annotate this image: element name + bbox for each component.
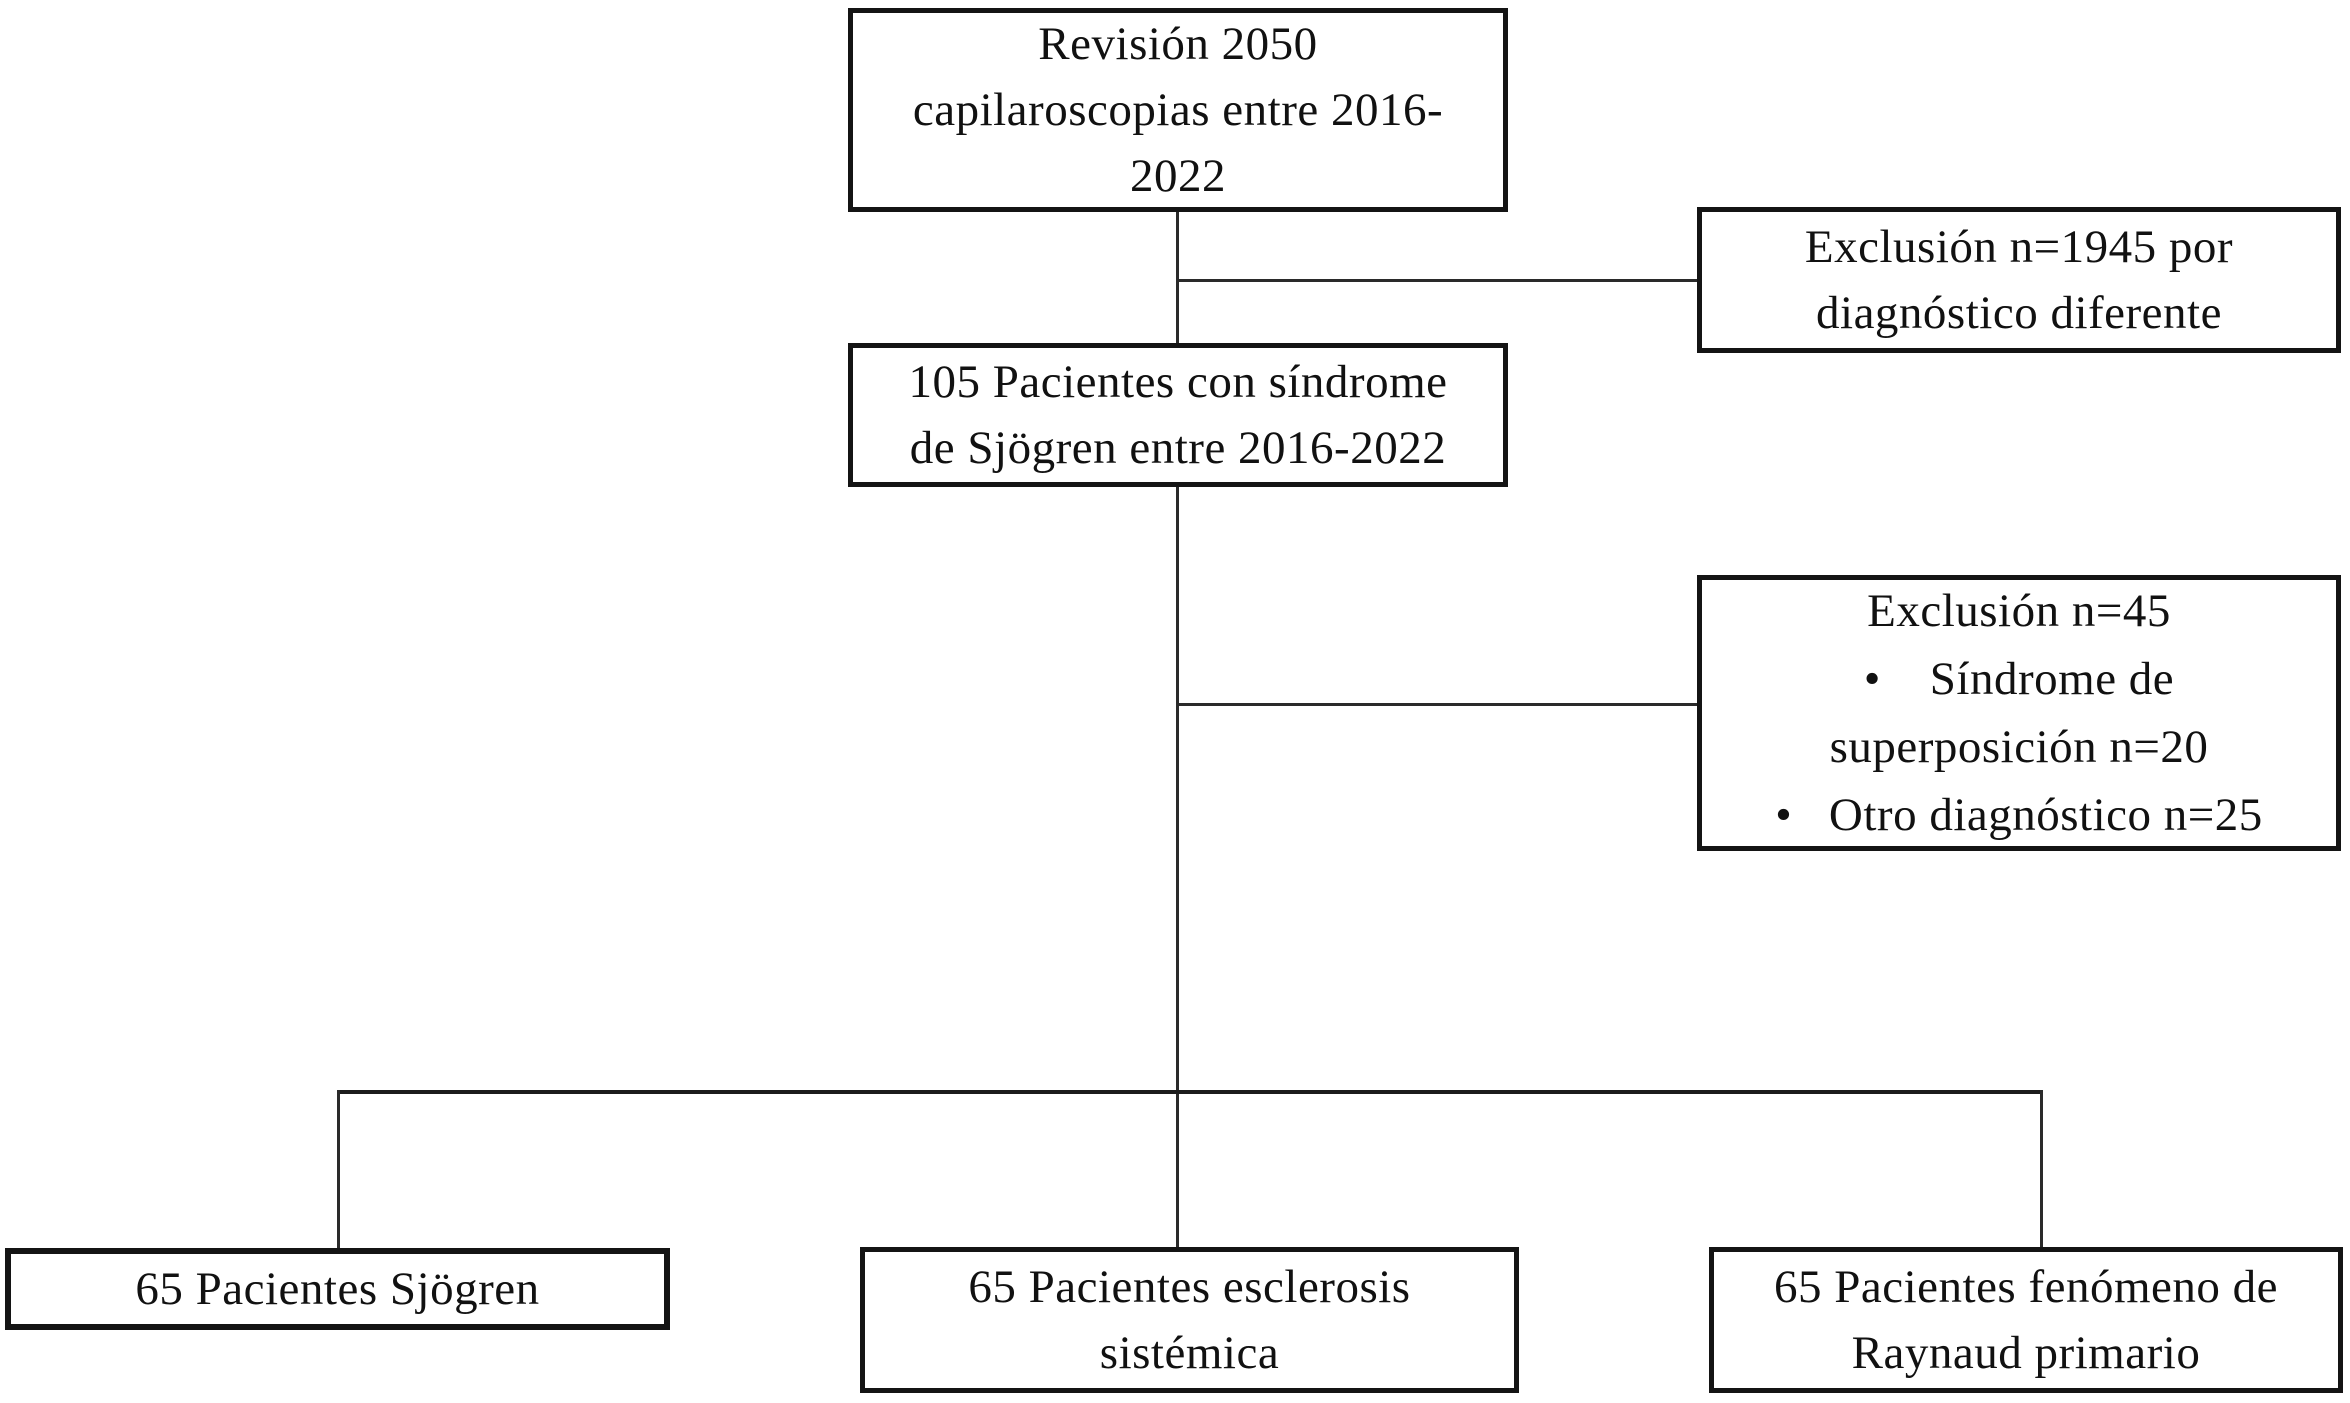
connector-revision-to-sjogren105-line bbox=[1176, 212, 1179, 343]
connector-to-exclusion2-line bbox=[1176, 703, 1697, 706]
node-exclusion-1945: Exclusión n=1945 por diagnóstico diferen… bbox=[1697, 207, 2341, 353]
node-65-pacientes-esclerosis: 65 Pacientes esclerosis sistémica bbox=[860, 1247, 1519, 1393]
node-65-pacientes-esclerosis-label: 65 Pacientes esclerosis sistémica bbox=[968, 1261, 1411, 1379]
node-65-pacientes-raynaud-label: 65 Pacientes fenómeno de Raynaud primari… bbox=[1773, 1261, 2279, 1379]
node-revision-2050-label: Revisión 2050 capilaroscopias entre 2016… bbox=[912, 18, 1444, 202]
node-65-pacientes-sjogren: 65 Pacientes Sjögren bbox=[5, 1248, 670, 1330]
connector-to-exclusion1-line bbox=[1176, 279, 1697, 282]
connector-sjogren105-to-branch-line bbox=[1176, 487, 1179, 1248]
node-65-pacientes-raynaud: 65 Pacientes fenómeno de Raynaud primari… bbox=[1709, 1247, 2343, 1393]
node-65-pacientes-sjogren-label: 65 Pacientes Sjögren bbox=[135, 1263, 540, 1315]
branch-drop-right-line bbox=[2040, 1090, 2043, 1247]
node-exclusion-45-label: Exclusión n=45 • Síndrome de superposici… bbox=[1775, 585, 2263, 841]
node-revision-2050: Revisión 2050 capilaroscopias entre 2016… bbox=[848, 8, 1508, 212]
node-exclusion-45: Exclusión n=45 • Síndrome de superposici… bbox=[1697, 575, 2341, 851]
node-105-pacientes-sjogren-label: 105 Pacientes con síndrome de Sjögren en… bbox=[908, 356, 1448, 474]
node-105-pacientes-sjogren: 105 Pacientes con síndrome de Sjögren en… bbox=[848, 343, 1508, 487]
branch-drop-left-line bbox=[337, 1090, 340, 1248]
node-exclusion-1945-label: Exclusión n=1945 por diagnóstico diferen… bbox=[1804, 221, 2234, 339]
branch-horizontal-line bbox=[337, 1090, 2043, 1094]
